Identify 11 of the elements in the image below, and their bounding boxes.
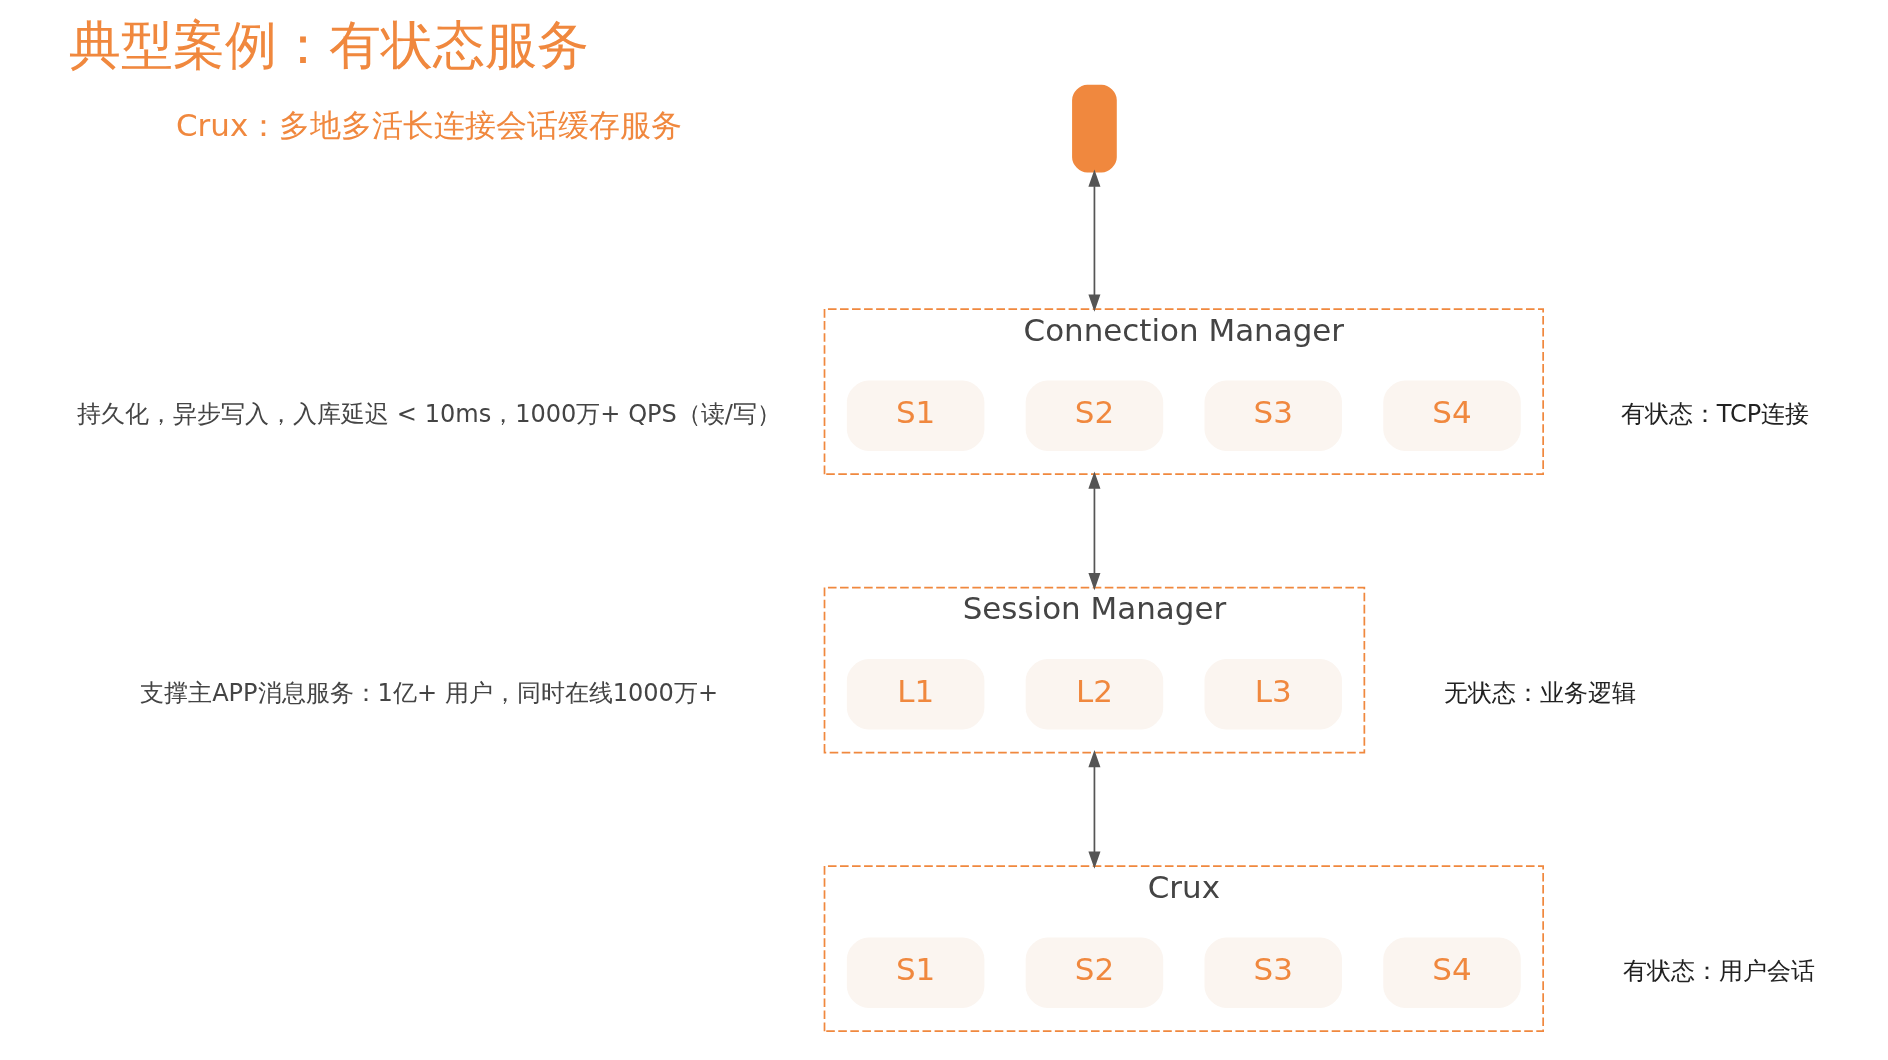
- arrow: [1088, 169, 1101, 312]
- diagram-title: 典型案例：有状态服务: [69, 15, 590, 76]
- arrow: [1088, 750, 1101, 869]
- node-phone: [1072, 84, 1117, 173]
- label: 支撑主APP消息服务：1亿+ 用户，同时在线1000万+: [140, 678, 719, 707]
- node-label: 无状态：业务逻辑: [1443, 678, 1636, 707]
- label: 持久化，异步写入，入库延迟 < 10ms，1000万+ QPS（读/写）: [77, 400, 781, 429]
- label: Crux：多地多活长连接会话缓存服务: [175, 107, 683, 144]
- arrow: [1088, 471, 1101, 591]
- node-label: 有状态：TCP连接: [1620, 400, 1810, 429]
- node-label: 有状态：用户会话: [1622, 957, 1815, 986]
